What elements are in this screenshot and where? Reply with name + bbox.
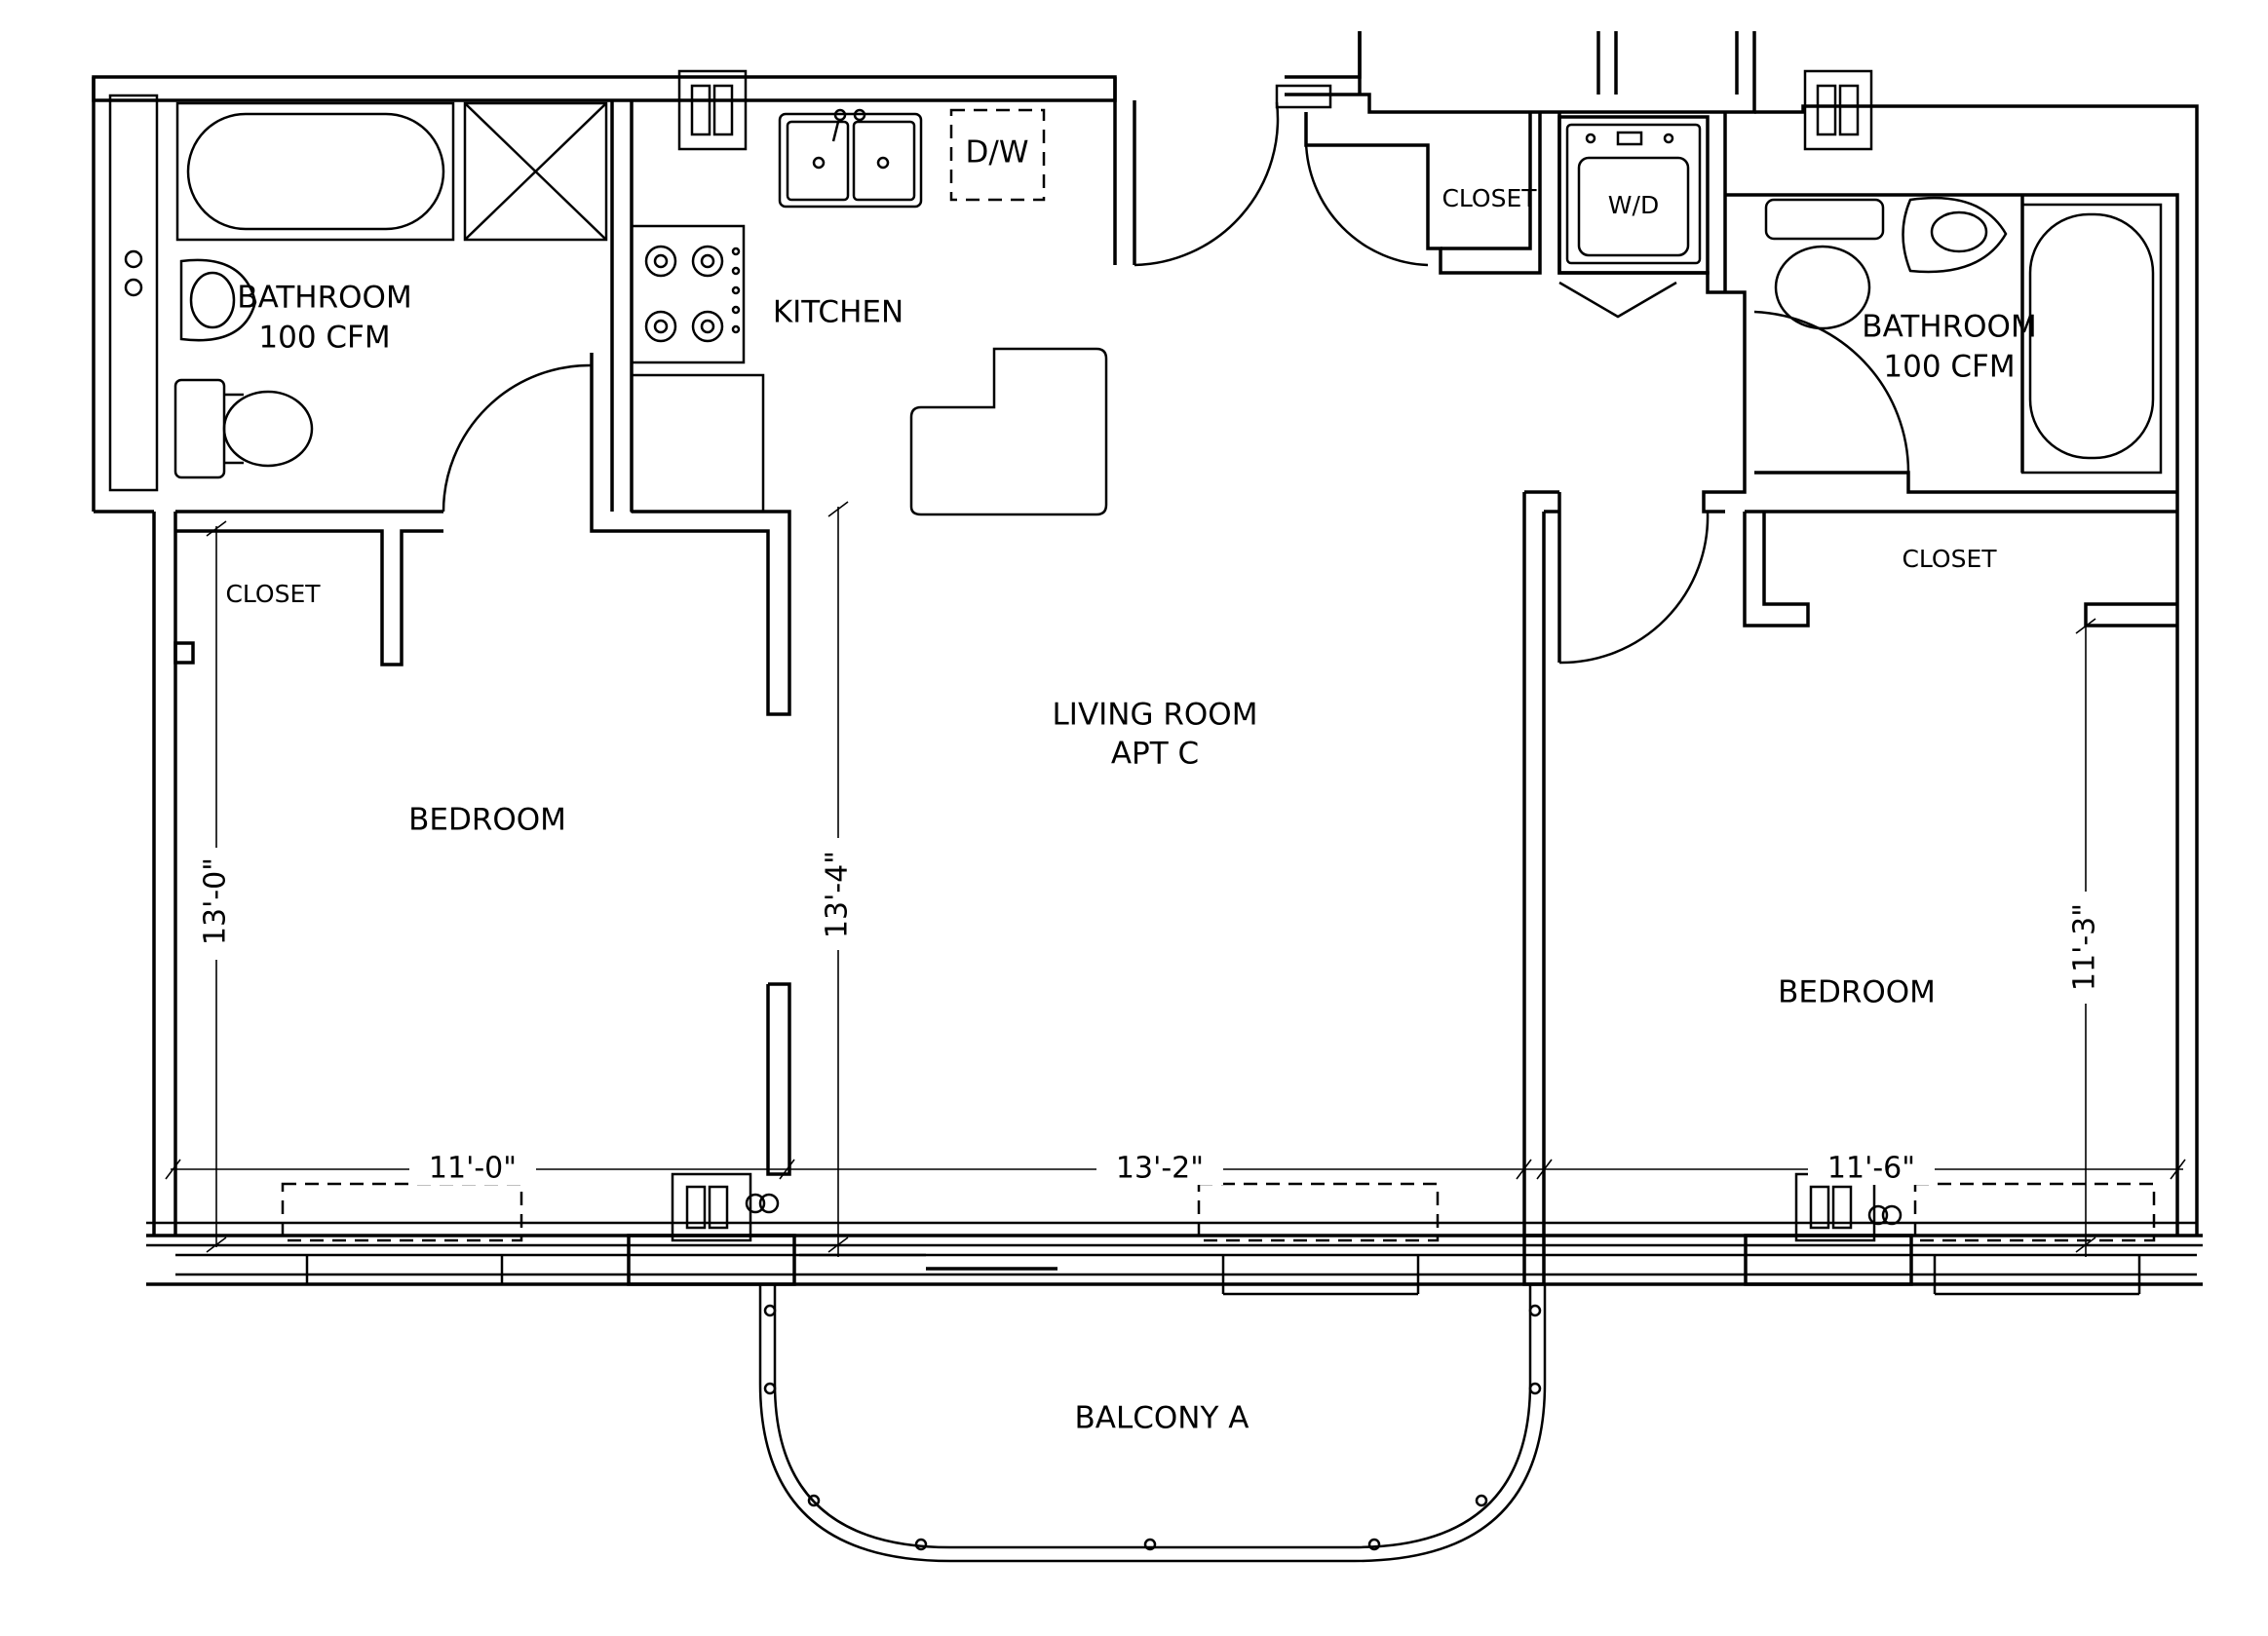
kitchen-fixtures [630, 108, 1108, 516]
living-room-label: LIVING ROOM [1053, 698, 1258, 733]
bathroom-left-fixtures [108, 94, 608, 492]
door-swings [442, 84, 1910, 665]
dim-bedroom-right-width: 11'-6" [1827, 1152, 1915, 1186]
dimension-lines [165, 501, 2186, 1257]
bathroom-left-fan-label: 100 CFM [258, 321, 390, 356]
balcony-label: BALCONY A [1075, 1401, 1249, 1436]
bathroom-right-label: BATHROOM [1862, 310, 2036, 345]
bathroom-left-label: BATHROOM [237, 281, 411, 316]
bedroom-left-label: BEDROOM [408, 803, 566, 838]
bedroom-right-label: BEDROOM [1778, 975, 1936, 1010]
exterior-walls [92, 31, 2199, 1236]
dimension-labels: 11'-0" 13'-2" 11'-6" 13'-0" 13'-4" 11'-3… [199, 838, 2102, 1186]
dim-bedroom-right-depth: 11'-3" [2068, 903, 2102, 991]
room-labels: BATHROOM 100 CFM CLOSET KITCHEN D/W BEDR… [225, 135, 2036, 1436]
dim-living-depth: 13'-4" [821, 851, 855, 938]
closet-center-label: CLOSET [1442, 184, 1537, 212]
kitchen-label: KITCHEN [773, 295, 903, 330]
window-wall [146, 1182, 2203, 1296]
dim-living-width: 13'-2" [1116, 1152, 1204, 1186]
hvac-units [671, 69, 1903, 1242]
dim-bedroom-left-width: 11'-0" [429, 1152, 517, 1186]
unit-title-label: APT C [1111, 737, 1199, 772]
balcony [758, 1284, 1547, 1563]
dishwasher-label: D/W [966, 135, 1029, 171]
closet-right-label: CLOSET [1902, 545, 1997, 573]
bathroom-right-fan-label: 100 CFM [1883, 350, 2015, 385]
closet-left-label: CLOSET [225, 580, 321, 608]
interior-walls [173, 100, 2177, 1236]
dim-bedroom-left-depth: 13'-0" [199, 857, 233, 945]
washer-dryer-label: W/D [1608, 191, 1659, 219]
right-fixtures [1565, 123, 2163, 475]
